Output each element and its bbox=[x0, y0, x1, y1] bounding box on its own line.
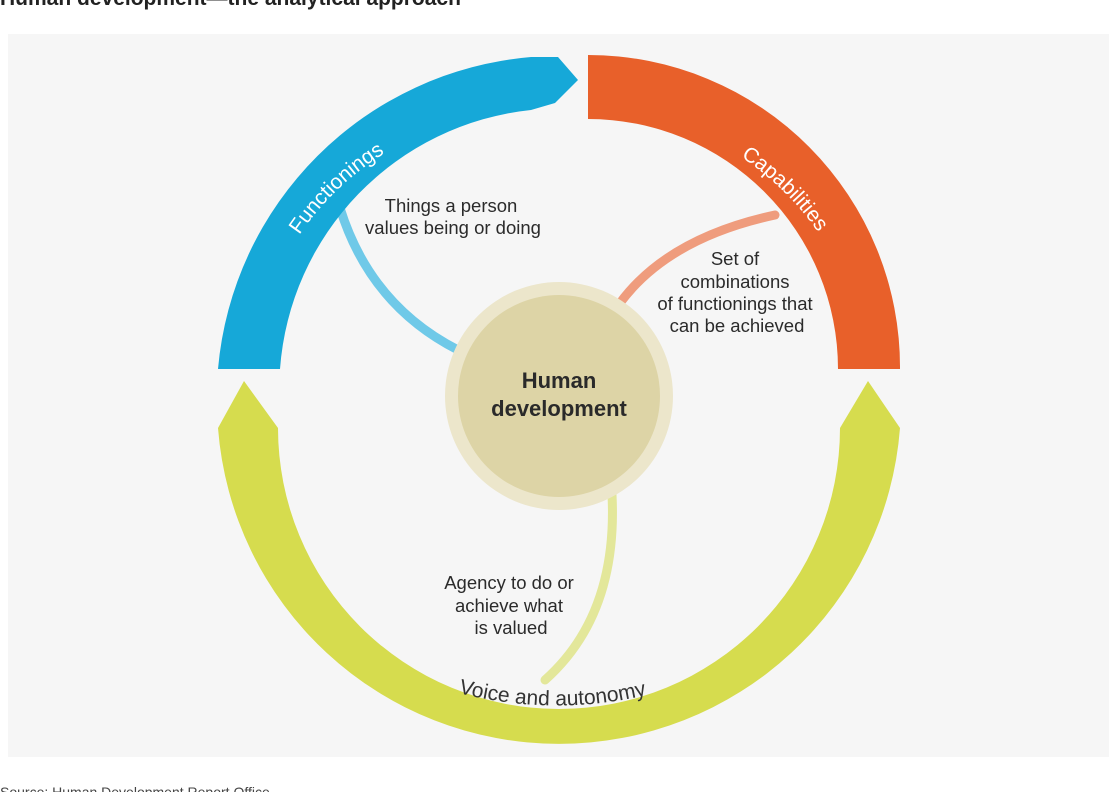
center-label-line-1: Human bbox=[522, 368, 597, 393]
capabilities-connector bbox=[615, 210, 780, 308]
page-title: Human development—the analytical approac… bbox=[0, 0, 461, 11]
functionings-description-line-1: Things a person bbox=[385, 195, 518, 216]
functionings-arc bbox=[218, 57, 578, 369]
center-circle bbox=[458, 295, 660, 497]
capabilities-arc bbox=[588, 55, 901, 369]
capabilities-description-line-1: Set of bbox=[711, 248, 760, 269]
capabilities-description-line-2: combinations bbox=[680, 271, 789, 292]
voice-connector bbox=[540, 490, 617, 685]
capabilities-description-line-4: can be achieved bbox=[670, 315, 805, 336]
capabilities-description-line-3: of functionings that bbox=[657, 293, 812, 314]
center-label-line-2: development bbox=[491, 396, 627, 421]
voice-description-line-1: Agency to do or bbox=[444, 572, 574, 593]
functionings-connector bbox=[335, 203, 463, 355]
functionings-description-line-2: values being or doing bbox=[365, 217, 541, 238]
source-note: Source: Human Development Report Office. bbox=[0, 784, 274, 792]
voice-description-line-2: achieve what bbox=[455, 595, 563, 616]
voice-description-line-3: is valued bbox=[474, 617, 547, 638]
voice-arc bbox=[218, 381, 900, 744]
